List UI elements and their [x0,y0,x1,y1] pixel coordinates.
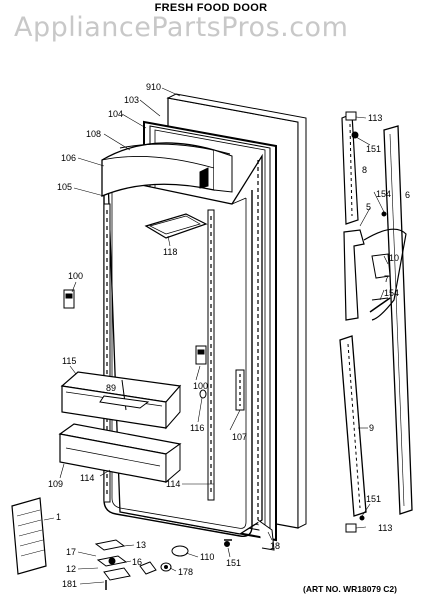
label-106: 106 [61,153,76,163]
label-108: 108 [86,129,101,139]
label-151-top: 151 [366,144,381,154]
label-116: 116 [190,423,204,433]
label-103: 103 [124,95,139,105]
left-shelf-rail [103,203,111,503]
label-8: 8 [362,165,367,175]
dairy-compartment [101,142,233,197]
label-10: 10 [389,253,399,263]
label-9: 9 [369,423,374,433]
part-labels: 910 103 104 108 106 105 118 100 100 115 … [48,82,410,589]
label-181: 181 [62,579,77,589]
label-12: 12 [66,564,76,574]
label-13: 13 [136,540,146,550]
door-bin-lower [58,423,182,484]
label-110: 110 [200,552,214,562]
diagram-title: FRESH FOOD DOOR [154,2,268,14]
label-107: 107 [232,432,247,442]
label-115: 115 [62,356,76,366]
label-178: 178 [178,567,193,577]
art-number: (ART NO. WR18079 C2) [303,584,397,594]
label-100-left: 100 [68,271,83,281]
label-113-bottom: 113 [378,523,392,533]
right-shelf-rail [207,209,245,501]
hinge-parts [94,519,275,590]
label-113-top: 113 [368,113,382,123]
watermark: AppliancePartsPros.com [14,12,349,43]
label-114-right: 114 [166,479,180,489]
leader-lines [43,87,389,585]
owners-manual [11,497,47,575]
label-100-right: 100 [193,381,208,391]
label-1: 1 [56,512,61,522]
label-154-bottom: 154 [384,288,399,298]
label-910: 910 [146,82,161,92]
door-liner [103,153,263,537]
label-104: 104 [108,109,123,119]
handle-trim-parts [339,111,413,533]
label-151-bottom: 151 [226,558,241,568]
label-105: 105 [57,182,72,192]
label-7: 7 [384,274,389,284]
liner-edge-rail [257,160,263,520]
label-154-top: 154 [376,189,391,199]
label-114-left: 114 [80,473,94,483]
label-118: 118 [163,247,177,257]
door-bin-upper [60,371,182,430]
label-151-right: 151 [366,494,381,504]
label-89: 89 [106,383,116,393]
label-109: 109 [48,479,63,489]
label-18: 18 [270,541,280,551]
label-17: 17 [66,547,76,557]
label-16: 16 [132,557,142,567]
clip-parts [63,289,207,399]
label-6: 6 [405,190,410,200]
label-5: 5 [366,202,371,212]
small-shelf [144,213,208,239]
